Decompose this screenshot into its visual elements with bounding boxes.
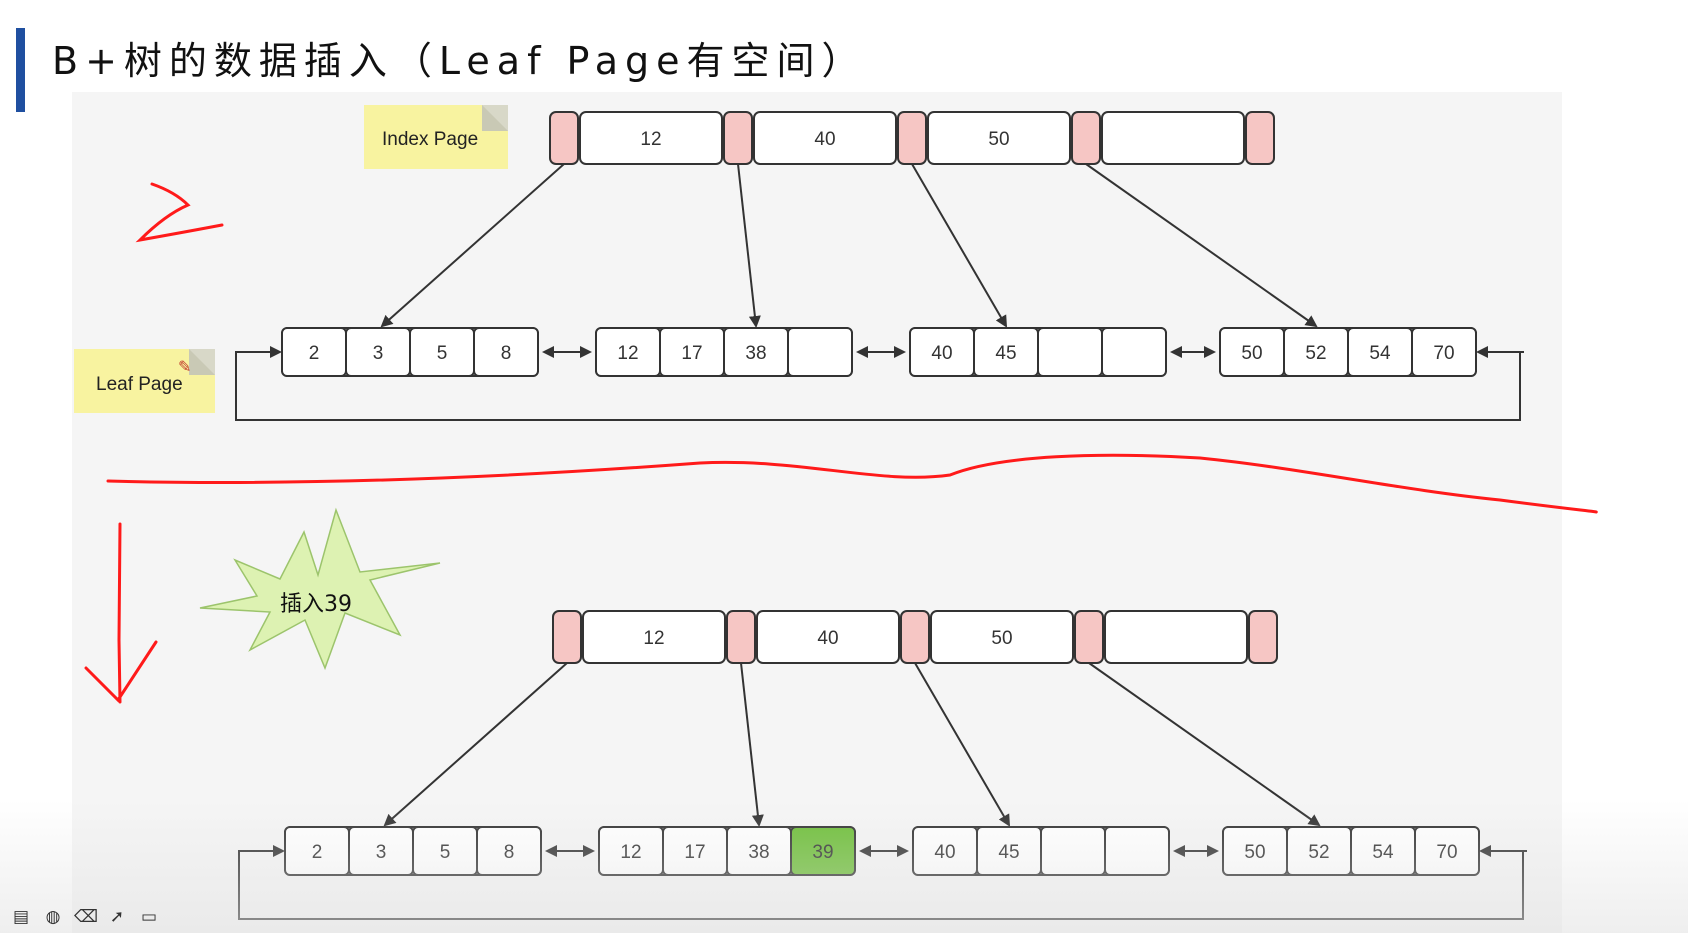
camera-icon[interactable]: ▭ bbox=[140, 907, 158, 927]
pen-divider-line bbox=[106, 453, 1598, 514]
index-key: 50 bbox=[988, 129, 1009, 150]
leaf-key: 5 bbox=[440, 842, 451, 863]
index-pointer-cell bbox=[900, 610, 930, 664]
pen-check-mark bbox=[135, 182, 224, 243]
burst-shape bbox=[199, 507, 441, 671]
leaf-page-note-label: Leaf Page bbox=[96, 374, 183, 395]
insert-burst: 插入39 bbox=[199, 507, 441, 671]
leaf-key: 50 bbox=[1241, 343, 1262, 364]
index-pointer-cell bbox=[1071, 111, 1101, 165]
leaf-key: 52 bbox=[1308, 842, 1329, 863]
diagram-canvas bbox=[72, 92, 1562, 933]
leaf-key: 54 bbox=[1372, 842, 1394, 863]
index-page-note: Index Page bbox=[364, 105, 508, 169]
index-key: 50 bbox=[991, 628, 1012, 649]
note-fold bbox=[189, 349, 215, 375]
index-key-cell bbox=[930, 610, 1074, 664]
leaf-key-cell bbox=[1101, 327, 1167, 377]
leaf-key: 45 bbox=[998, 842, 1019, 863]
leaf-key: 52 bbox=[1305, 343, 1326, 364]
leaf-key: 5 bbox=[437, 343, 448, 364]
leaf-key: 40 bbox=[934, 842, 955, 863]
child-pointer-arrow bbox=[383, 662, 568, 827]
child-pointer-arrow bbox=[380, 163, 565, 328]
leaf-key-cell bbox=[473, 327, 539, 377]
leaf-key: 8 bbox=[504, 842, 515, 863]
burst-label: 插入39 bbox=[280, 592, 352, 617]
index-pointer-cell bbox=[726, 610, 756, 664]
index-pointer-cell bbox=[549, 111, 579, 165]
leaf-key: 3 bbox=[373, 343, 384, 364]
leaf-key: 12 bbox=[620, 842, 641, 863]
leaf-key: 8 bbox=[501, 343, 512, 364]
leaf-page-note: Leaf Page ✎ bbox=[74, 349, 215, 413]
leaf-key: 70 bbox=[1436, 842, 1457, 863]
child-pointer-arrow bbox=[1085, 163, 1318, 328]
leaf-key: 3 bbox=[376, 842, 387, 863]
index-page-note-label: Index Page bbox=[382, 129, 479, 150]
inserted-key: 39 bbox=[812, 842, 833, 863]
leaf-key: 45 bbox=[995, 343, 1016, 364]
palette-icon[interactable]: ◍ bbox=[45, 907, 61, 927]
index-pointer-cell bbox=[1248, 610, 1278, 664]
leaf-key-cell bbox=[1104, 826, 1170, 876]
child-pointer-arrow bbox=[737, 163, 761, 328]
index-key: 40 bbox=[814, 129, 835, 150]
index-key-cell bbox=[1104, 610, 1248, 664]
leaf-key: 70 bbox=[1433, 343, 1454, 364]
leaf-key: 38 bbox=[745, 343, 766, 364]
leaf-key: 2 bbox=[312, 842, 323, 863]
pencil-icon: ✎ bbox=[178, 359, 192, 376]
title-accent-bar bbox=[16, 28, 25, 112]
pointer-icon[interactable]: ➚ bbox=[109, 907, 125, 927]
index-key: 40 bbox=[817, 628, 838, 649]
window-icon[interactable]: ▤ bbox=[12, 907, 30, 927]
index-key-cell bbox=[582, 610, 726, 664]
leaf-key: 12 bbox=[617, 343, 638, 364]
bottom-toolbar: ▤ ◍ ⌫ ➚ ▭ bbox=[10, 906, 160, 930]
child-pointer-arrow bbox=[914, 662, 1011, 827]
leaf-key: 2 bbox=[309, 343, 320, 364]
child-pointer-arrow bbox=[740, 662, 764, 827]
slide-title: B+树的数据插入（Leaf Page有空间） bbox=[52, 39, 867, 83]
leaf-key: 54 bbox=[1369, 343, 1391, 364]
index-key-cell bbox=[756, 610, 900, 664]
index-pointer-cell bbox=[1245, 111, 1275, 165]
index-pointer-cell bbox=[897, 111, 927, 165]
leaf-key: 17 bbox=[681, 343, 702, 364]
index-key-cell bbox=[753, 111, 897, 165]
leaf-key-cell bbox=[1040, 826, 1106, 876]
index-key: 12 bbox=[640, 129, 661, 150]
leaf-key: 40 bbox=[931, 343, 952, 364]
child-pointer-arrow bbox=[911, 163, 1008, 328]
index-key-cell bbox=[579, 111, 723, 165]
index-key-cell bbox=[1101, 111, 1245, 165]
leaf-key: 50 bbox=[1244, 842, 1265, 863]
child-pointer-arrow bbox=[1088, 662, 1321, 827]
eraser-icon[interactable]: ⌫ bbox=[74, 907, 99, 927]
leaf-key-cell bbox=[1037, 327, 1103, 377]
index-key: 12 bbox=[643, 628, 664, 649]
leaf-key: 17 bbox=[684, 842, 705, 863]
index-pointer-cell bbox=[1074, 610, 1104, 664]
leaf-key-cell bbox=[787, 327, 853, 377]
index-pointer-cell bbox=[723, 111, 753, 165]
note-fold bbox=[482, 105, 508, 131]
index-pointer-cell bbox=[552, 610, 582, 664]
index-key-cell bbox=[927, 111, 1071, 165]
pen-down-arrow bbox=[84, 522, 158, 704]
leaf-key: 38 bbox=[748, 842, 769, 863]
